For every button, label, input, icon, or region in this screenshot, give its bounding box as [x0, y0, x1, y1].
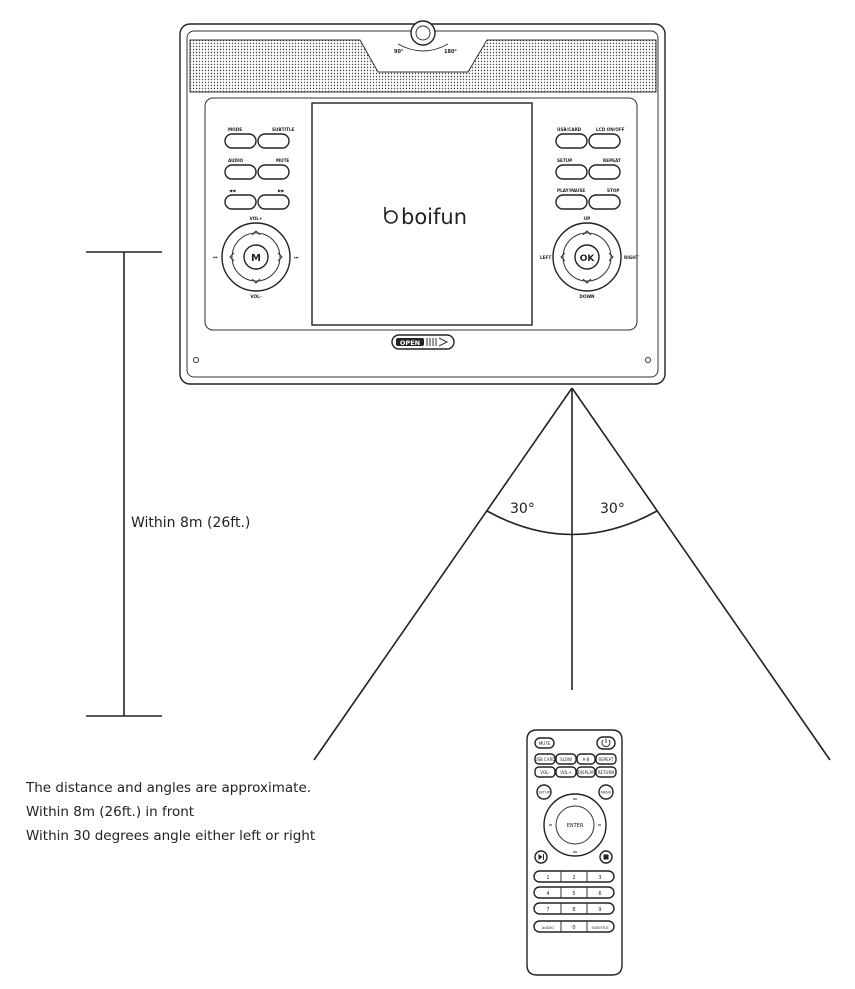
remote-mute-label: MUTE	[539, 741, 551, 746]
remote-repeat-label: REPEAT	[598, 757, 614, 762]
note-line-3: Within 30 degrees angle either left or r…	[26, 828, 316, 844]
remote-vol-up-label: VOL+	[560, 770, 571, 775]
lcd-onoff-button[interactable]	[588, 133, 621, 149]
vol-up-label: VOL+	[250, 216, 263, 221]
distance-indicator: Within 8m (26ft.)	[86, 251, 250, 717]
remote-setup-button[interactable]	[536, 784, 552, 800]
ok-button[interactable]	[574, 244, 600, 270]
remote-key-0[interactable]: 0	[572, 925, 575, 931]
screw-left-icon	[193, 357, 199, 363]
remote-enter-label: ENTER	[567, 823, 584, 829]
remote-key-4[interactable]: 4	[546, 891, 549, 897]
remote-number-pad: 1 2 3 4 5 6 7 8 9 AUDIO 0 SUBTITLE	[533, 870, 615, 933]
speaker-grille	[189, 39, 657, 93]
left-label: LEFT	[540, 255, 551, 260]
fast-forward-label: ▶▶	[278, 188, 285, 193]
remote-key-9[interactable]: 9	[598, 907, 601, 913]
repeat-button[interactable]	[588, 164, 621, 180]
audio-label: AUDIO	[228, 158, 244, 163]
remote-display-label: DISPLAY	[578, 770, 595, 775]
repeat-label: REPEAT	[603, 158, 621, 163]
remote-return-label: RETURN	[598, 770, 614, 775]
down-label: DOWN	[579, 294, 595, 299]
remote-key-5[interactable]: 5	[572, 891, 575, 897]
right-button-group: USB/CARD LCD ON/OFF SETUP REPEAT PLAY/PA…	[555, 127, 625, 210]
remote-key-2[interactable]: 2	[572, 875, 575, 881]
camera-angle-left: 90°	[394, 49, 404, 55]
mute-label: MUTE	[276, 158, 289, 163]
mode-label: MODE	[228, 127, 242, 132]
rewind-button[interactable]	[224, 194, 257, 210]
rewind-label: ◀◀	[229, 188, 236, 193]
remote-audio-key[interactable]: AUDIO	[542, 925, 554, 930]
subtitle-button[interactable]	[257, 133, 290, 149]
right-dpad: OK UP DOWN LEFT RIGHT	[540, 216, 639, 299]
screen	[311, 102, 533, 326]
remote-control: MUTE USB CARD SLOW A-B REPEAT VOL- VOL+ …	[526, 729, 623, 976]
note-line-2: Within 8m (26ft.) in front	[26, 804, 195, 820]
right-label: RIGHT	[624, 255, 639, 260]
remote-key-7[interactable]: 7	[546, 907, 549, 913]
note-line-1: The distance and angles are approximate.	[26, 780, 312, 796]
notes-block: The distance and angles are approximate.…	[26, 776, 315, 848]
next-label: ⏭	[294, 255, 299, 261]
open-latch[interactable]: OPEN	[391, 334, 455, 350]
brand-logo: boifun	[384, 205, 467, 229]
remote-usb-card-label: USB CARD	[535, 757, 556, 762]
camera-angle-right: 180°	[444, 49, 457, 55]
remote-key-6[interactable]: 6	[598, 891, 601, 897]
m-button[interactable]	[243, 244, 269, 270]
remote-key-1[interactable]: 1	[546, 875, 549, 881]
screw-right-icon	[645, 357, 651, 363]
m-label: M	[251, 253, 261, 264]
remote-subtitle-key[interactable]: SUBTITLE	[591, 926, 609, 930]
dvd-player: 90° 180° boifun MODE SUBTITLE AUDIO MUTE…	[179, 20, 666, 385]
left-button-group: MODE SUBTITLE AUDIO MUTE ◀◀ ▶▶	[224, 127, 295, 210]
setup-button[interactable]	[555, 164, 588, 180]
power-icon[interactable]	[596, 736, 616, 750]
mute-button[interactable]	[257, 164, 290, 180]
usb-card-label: USB/CARD	[557, 127, 582, 132]
reception-angle: 30° 30°	[313, 387, 831, 761]
usb-card-button[interactable]	[555, 133, 588, 149]
prev-label: ⏮	[213, 255, 218, 261]
left-dpad: M VOL+ VOL- ⏮ ⏭	[213, 216, 299, 299]
remote-key-3[interactable]: 3	[598, 875, 601, 881]
vol-down-label: VOL-	[250, 294, 261, 299]
stop-icon[interactable]	[599, 850, 613, 864]
up-label: UP	[584, 216, 590, 221]
play-pause-button[interactable]	[555, 194, 588, 210]
stop-button[interactable]	[588, 194, 621, 210]
remote-key-8[interactable]: 8	[572, 907, 575, 913]
remote-nav-ring[interactable]	[543, 793, 607, 857]
audio-button[interactable]	[224, 164, 257, 180]
mode-button[interactable]	[224, 133, 257, 149]
ok-label: OK	[580, 254, 596, 264]
remote-mute-button[interactable]	[534, 737, 555, 749]
angle-left-label: 30°	[510, 501, 535, 517]
camera-icon	[397, 20, 449, 52]
subtitle-label: SUBTITLE	[272, 127, 295, 132]
play-pause-icon[interactable]	[534, 850, 548, 864]
logo-text: boifun	[401, 205, 467, 229]
distance-label: Within 8m (26ft.)	[131, 515, 250, 531]
remote-vol-down-label: VOL-	[540, 770, 550, 775]
angle-right-label: 30°	[600, 501, 625, 517]
remote-menu-label: MENU	[601, 791, 612, 795]
play-pause-label: PLAY/PAUSE	[557, 188, 585, 193]
remote-slow-label: SLOW	[560, 757, 572, 762]
remote-ab-label: A-B	[583, 757, 590, 762]
stop-label: STOP	[607, 188, 620, 193]
open-label: OPEN	[400, 339, 420, 347]
remote-menu-button[interactable]	[598, 784, 614, 800]
remote-setup-label: SETUP	[538, 791, 550, 795]
setup-label: SETUP	[557, 158, 572, 163]
lcd-onoff-label: LCD ON/OFF	[596, 127, 625, 132]
fast-forward-button[interactable]	[257, 194, 290, 210]
